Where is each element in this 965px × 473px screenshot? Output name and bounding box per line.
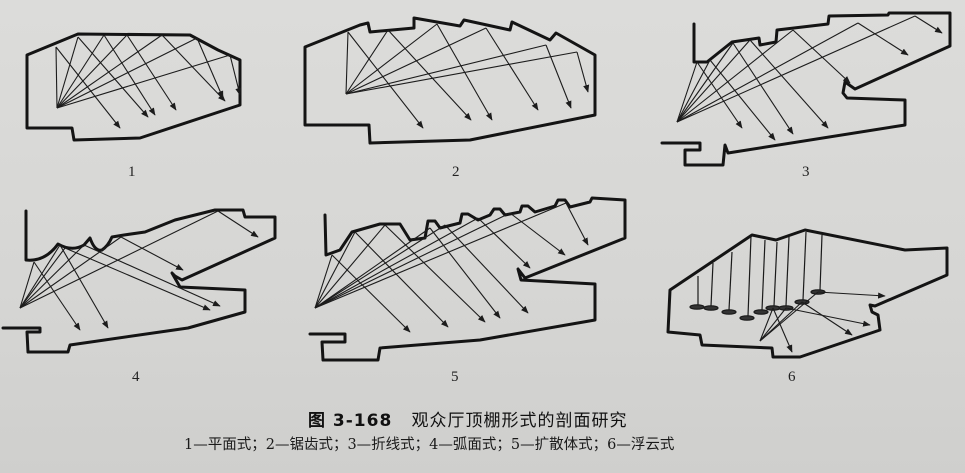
figure-caption-title: 图 3-168 观众厅顶棚形式的剖面研究 — [308, 406, 628, 431]
panel-5-label: 5 — [451, 369, 459, 385]
panel-3-folded-ceiling — [660, 11, 952, 167]
figure-number: 图 3-168 — [308, 411, 393, 431]
panel-6-cloud-ceiling — [666, 228, 949, 359]
panel-4-label: 4 — [132, 369, 140, 385]
panel-5-diffuser-ceiling — [308, 196, 627, 362]
panel-2-sawtooth-ceiling — [303, 16, 597, 145]
panel-3-label: 3 — [802, 164, 810, 180]
panel-2-label: 2 — [452, 164, 460, 180]
panel-6-label: 6 — [788, 369, 796, 385]
panel-1-label: 1 — [128, 164, 136, 180]
panel-4-curved-ceiling — [1, 208, 277, 354]
panel-1-flat-ceiling — [25, 32, 242, 142]
figure-title: 观众厅顶棚形式的剖面研究 — [411, 411, 628, 431]
figure-legend: 1—平面式；2—锯齿式；3—折线式；4—弧面式；5—扩散体式；6—浮云式 — [184, 437, 675, 453]
